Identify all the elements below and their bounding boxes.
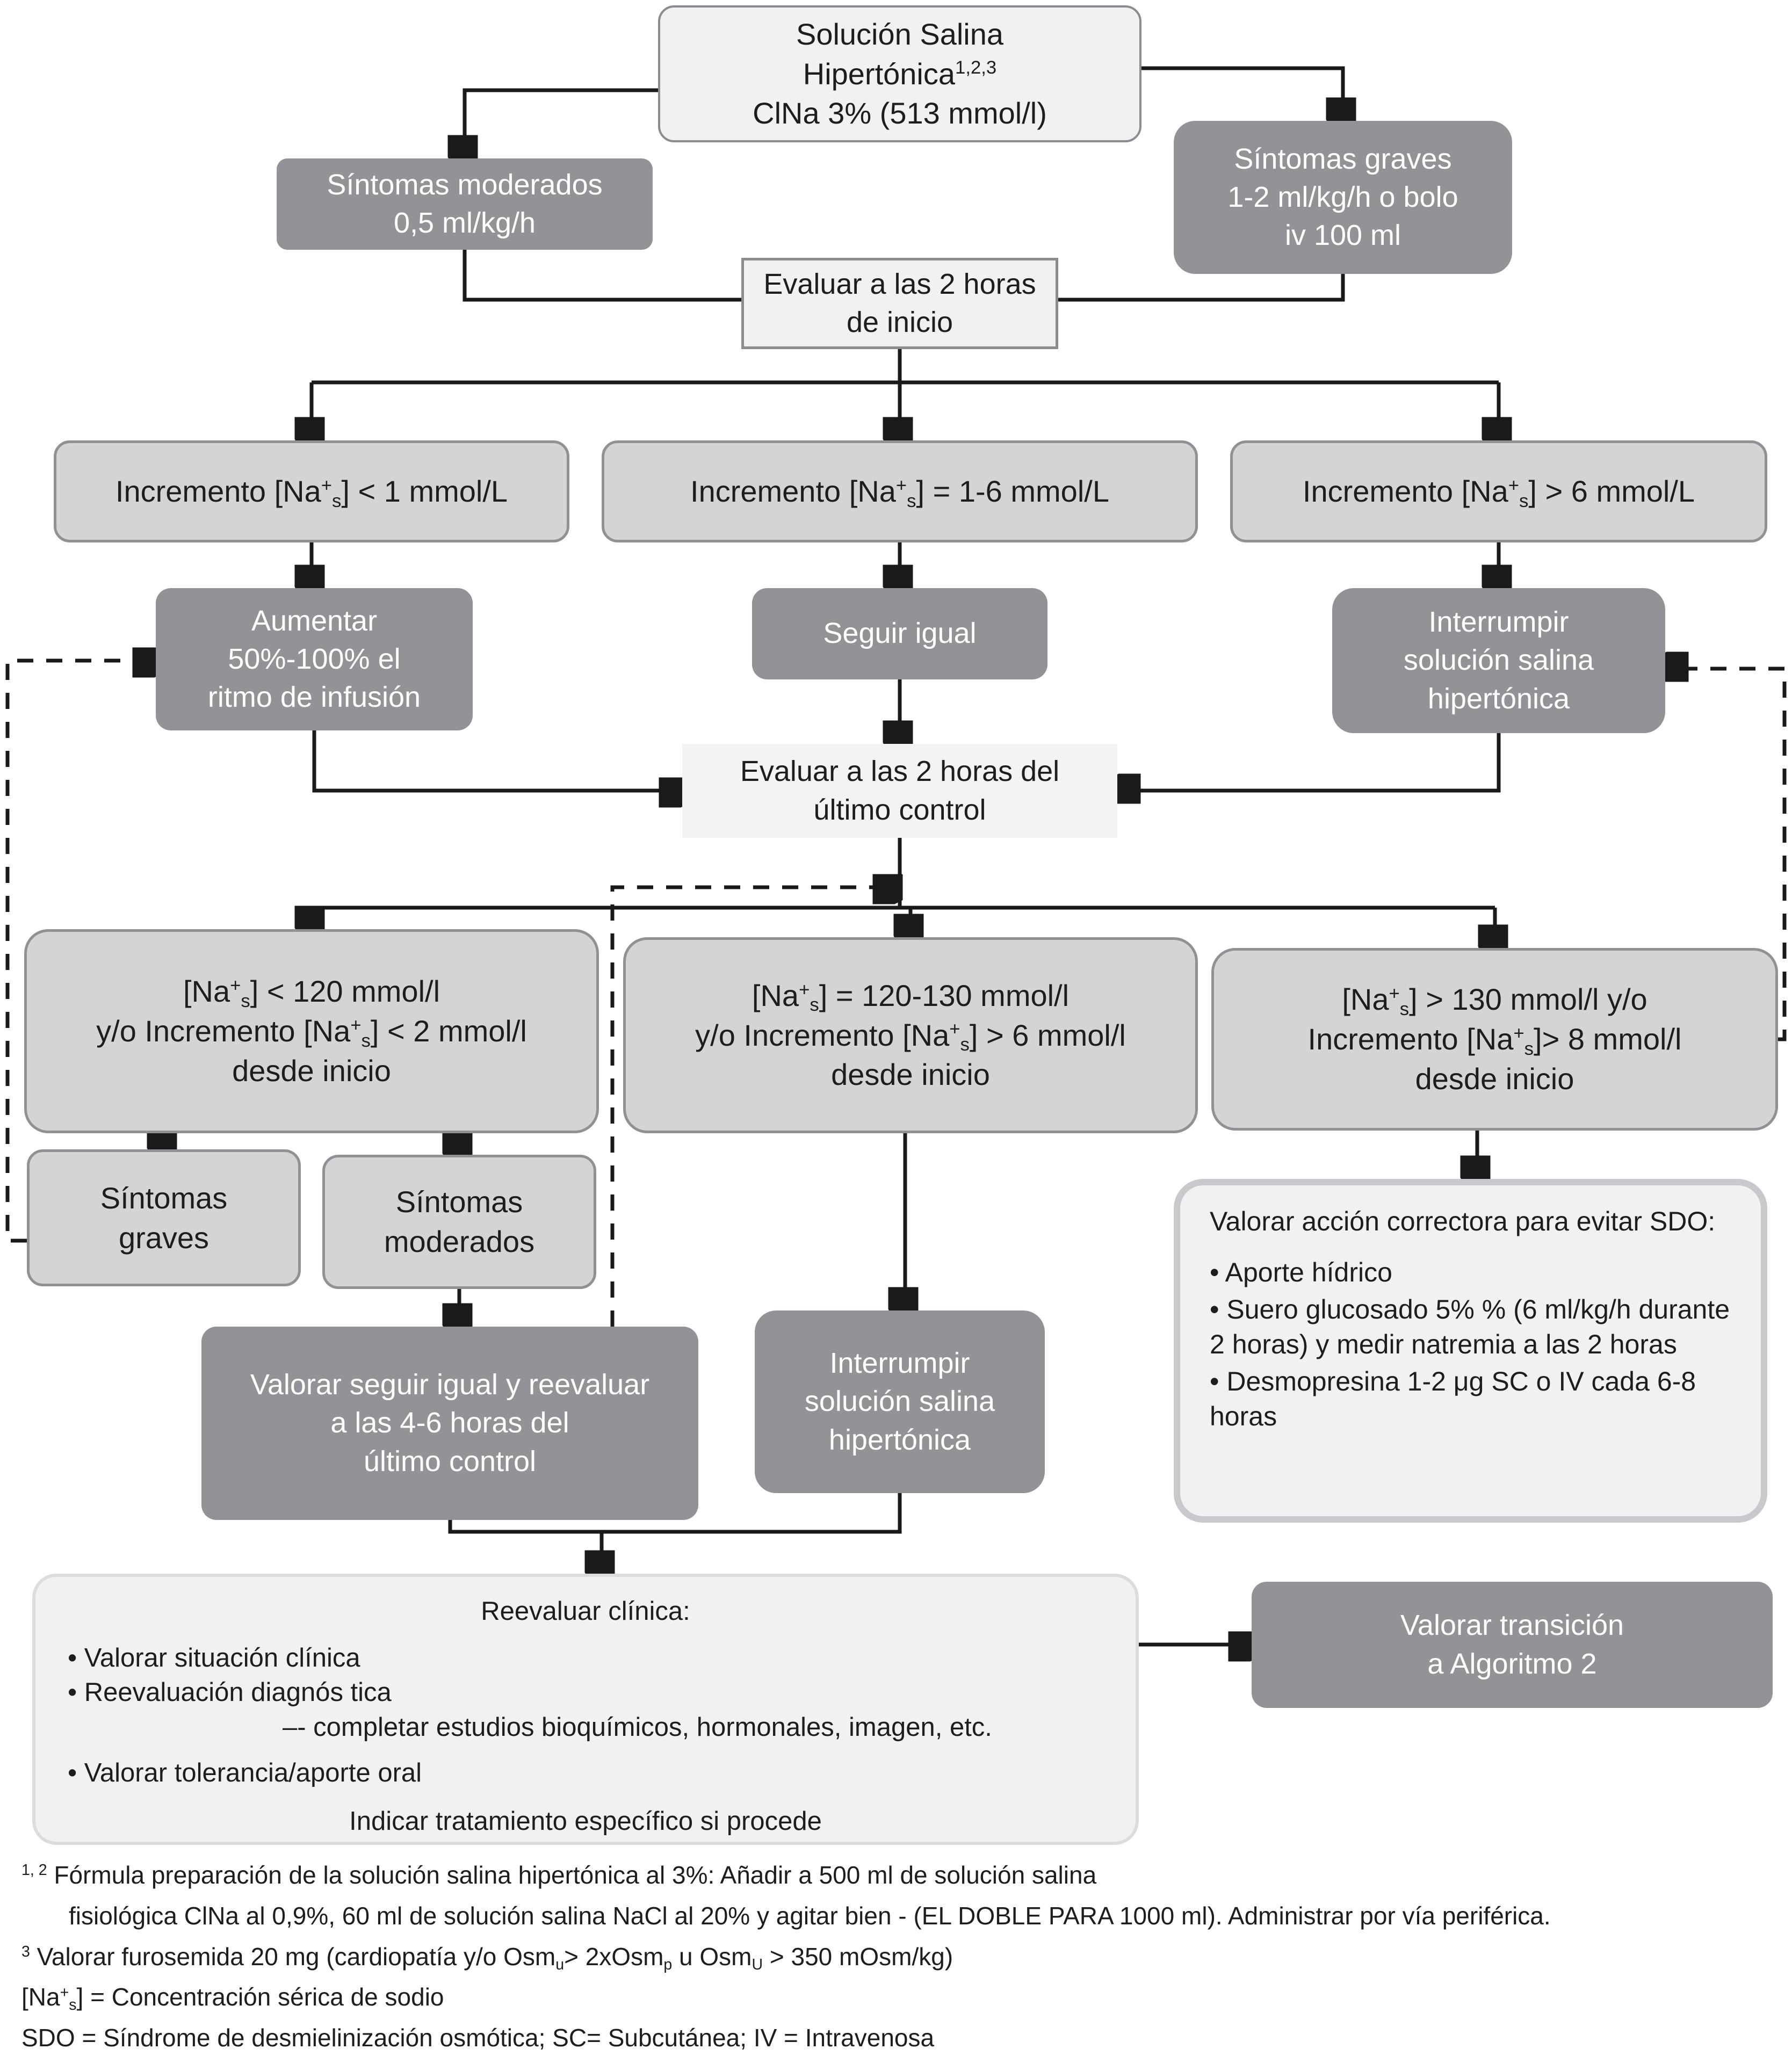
node-evaluar-2h-inicio: Evaluar a las 2 horas de inicio [741, 258, 1058, 349]
list-item: • Valorar situación clínica [68, 1643, 360, 1672]
node-text-line: Evaluar a las 2 horas [763, 267, 1036, 300]
node-text-line: Interrumpir [829, 1347, 970, 1380]
node-sintomas-graves: Síntomas graves 1-2 ml/kg/h o bolo iv 10… [1174, 121, 1512, 274]
node-text-line: [Na+s] = 120-130 mmol/l [752, 978, 1070, 1016]
node-text-line: desde inicio [1415, 1061, 1574, 1096]
footnote-na-definition: [Na+s] = Concentración sérica de sodio [21, 1983, 444, 2014]
connector-moderados-to-eval [463, 250, 741, 302]
node-text-line: solución salina [1403, 644, 1594, 677]
feedback-na130-to-interrumpir [1665, 669, 1787, 1041]
node-text-line: 1-2 ml/kg/h o bolo [1227, 180, 1458, 213]
footnote-formula: 1, 2 Fórmula preparación de la solución … [21, 1861, 1097, 1889]
node-na-gt-130: [Na+s] > 130 mmol/l y/o Incremento [Na+s… [1211, 948, 1778, 1131]
connector-start-to-graves [1141, 66, 1343, 121]
node-text-line: Indicar tratamiento específico si proced… [349, 1807, 822, 1836]
node-text-line: 50%-100% el [228, 642, 401, 675]
connector-aumentar-to-evalultimo [312, 730, 682, 791]
node-text-line: hipertónica [828, 1423, 971, 1456]
node-solucion-salina: Solución Salina Hipertónica1,2,3 ClNa 3%… [658, 5, 1141, 142]
node-text-line: último control [363, 1445, 537, 1478]
node-text-line: Síntomas graves [1234, 142, 1452, 175]
node-text-line: Incremento [Na+s] = 1-6 mmol/L [690, 474, 1109, 511]
list-item: • Suero glucosado 5% % (6 ml/kg/h durant… [1210, 1294, 1730, 1359]
node-text-line: a las 4-6 horas del [330, 1407, 569, 1439]
node-text-line: Hipertónica1,2,3 [803, 56, 997, 91]
node-incremento-na-1-6: Incremento [Na+s] = 1-6 mmol/L [602, 440, 1198, 542]
node-text-line: Solución Salina [796, 17, 1004, 51]
node-sintomas-moderados: Síntomas moderados 0,5 ml/kg/h [277, 158, 653, 250]
connector-graves-to-eval [1058, 274, 1345, 302]
node-text-line: Evaluar a las 2 horas del [740, 755, 1060, 788]
node-text-line: Síntomas [395, 1185, 523, 1219]
node-na-120-130: [Na+s] = 120-130 mmol/l y/o Incremento [… [623, 937, 1198, 1133]
feedback-valorar-to-branch [610, 887, 896, 1327]
node-seguir-igual: Seguir igual [752, 588, 1047, 679]
node-text-line: hipertónica [1427, 682, 1570, 715]
node-text-line: 0,5 ml/kg/h [393, 207, 536, 239]
node-text-line: Aumentar [251, 604, 378, 637]
node-text-line: Seguir igual [823, 617, 977, 650]
node-text-line: iv 100 ml [1284, 219, 1401, 252]
node-text-line: último control [813, 793, 986, 826]
footnote-abbreviations: SDO = Síndrome de desmielinización osmót… [21, 2024, 935, 2052]
node-reevaluar-clinica: Reevaluar clínica: • Valorar situación c… [32, 1574, 1139, 1845]
node-text-line: Incremento [Na+s] < 1 mmol/L [115, 474, 508, 511]
node-text-line: Reevaluar clínica: [481, 1597, 690, 1626]
node-text-line: Incremento [Na+s] > 6 mmol/L [1302, 474, 1695, 511]
node-text-line: [Na+s] < 120 mmol/l [183, 974, 440, 1011]
node-text-line: ClNa 3% (513 mmol/l) [753, 96, 1047, 131]
node-na-lt-120: [Na+s] < 120 mmol/l y/o Incremento [Na+s… [24, 929, 599, 1133]
footnote-formula-cont: fisiológica ClNa al 0,9%, 60 ml de soluc… [69, 1901, 1551, 1930]
list-item: • Aporte hídrico [1210, 1257, 1392, 1287]
node-text-line: y/o Incremento [Na+s] < 2 mmol/l [96, 1014, 527, 1051]
node-interrumpir-ssh-1: Interrumpir solución salina hipertónica [1332, 588, 1665, 733]
connector-interrumpir-to-evalultimo [1117, 733, 1501, 791]
node-text-line: Síntomas [100, 1181, 228, 1215]
node-text-line: desde inicio [232, 1053, 391, 1088]
list-item: • Desmopresina 1-2 μg SC o IV cada 6-8 h… [1210, 1366, 1696, 1431]
node-text-line: moderados [384, 1225, 535, 1258]
list-item: • Valorar tolerancia/aporte oral [68, 1758, 422, 1787]
node-text-line: Interrumpir [1428, 606, 1569, 639]
node-text-line: graves [118, 1220, 209, 1255]
node-text-line: y/o Incremento [Na+s] > 6 mmol/l [695, 1018, 1126, 1055]
node-aumentar-ritmo: Aumentar 50%-100% el ritmo de infusión [156, 588, 473, 730]
node-valorar-accion-correctora: Valorar acción correctora para evitar SD… [1174, 1179, 1767, 1523]
connector-valorar-to-merge [448, 1520, 602, 1534]
node-valorar-seguir-igual: Valorar seguir igual y reevaluar a las 4… [201, 1327, 698, 1520]
node-text-line: Síntomas moderados [327, 168, 603, 201]
connector-start-to-moderados [465, 88, 658, 158]
node-incremento-na-gt-6: Incremento [Na+s] > 6 mmol/L [1230, 440, 1767, 542]
node-sintomas-graves-2: Síntomas graves [27, 1149, 301, 1286]
connector-interrumpir2-to-merge [602, 1493, 902, 1534]
node-valorar-transicion-algoritmo-2: Valorar transición a Algoritmo 2 [1252, 1582, 1773, 1708]
node-interrumpir-ssh-2: Interrumpir solución salina hipertónica [755, 1310, 1045, 1493]
list-item: • Reevaluación diagnós tica [68, 1678, 392, 1707]
node-text-line: Valorar acción correctora para evitar SD… [1210, 1206, 1716, 1236]
footnote-furosemida: 3 Valorar furosemida 20 mg (cardiopatía … [21, 1942, 953, 1973]
node-text-line: de inicio [846, 306, 953, 338]
feedback-graves-to-aumentar [5, 661, 156, 1243]
node-text-line: Incremento [Na+s]> 8 mmol/l [1307, 1022, 1682, 1059]
node-text-line: Valorar transición [1400, 1609, 1624, 1642]
node-sintomas-moderados-2: Síntomas moderados [322, 1155, 596, 1289]
node-evaluar-2h-ultimo-control: Evaluar a las 2 horas del último control [682, 744, 1117, 838]
list-item: –- completar estudios bioquímicos, hormo… [283, 1713, 992, 1742]
footnotes: 1, 2 Fórmula preparación de la solución … [21, 1859, 1773, 2063]
node-text-line: solución salina [804, 1385, 995, 1418]
node-text-line: [Na+s] > 130 mmol/l y/o [1342, 982, 1648, 1019]
node-text-line: ritmo de infusión [207, 681, 421, 714]
node-text-line: a Algoritmo 2 [1427, 1647, 1597, 1680]
node-text-line: Valorar seguir igual y reevaluar [250, 1368, 650, 1401]
node-incremento-na-lt-1: Incremento [Na+s] < 1 mmol/L [54, 440, 569, 542]
node-text-line: desde inicio [831, 1058, 990, 1092]
